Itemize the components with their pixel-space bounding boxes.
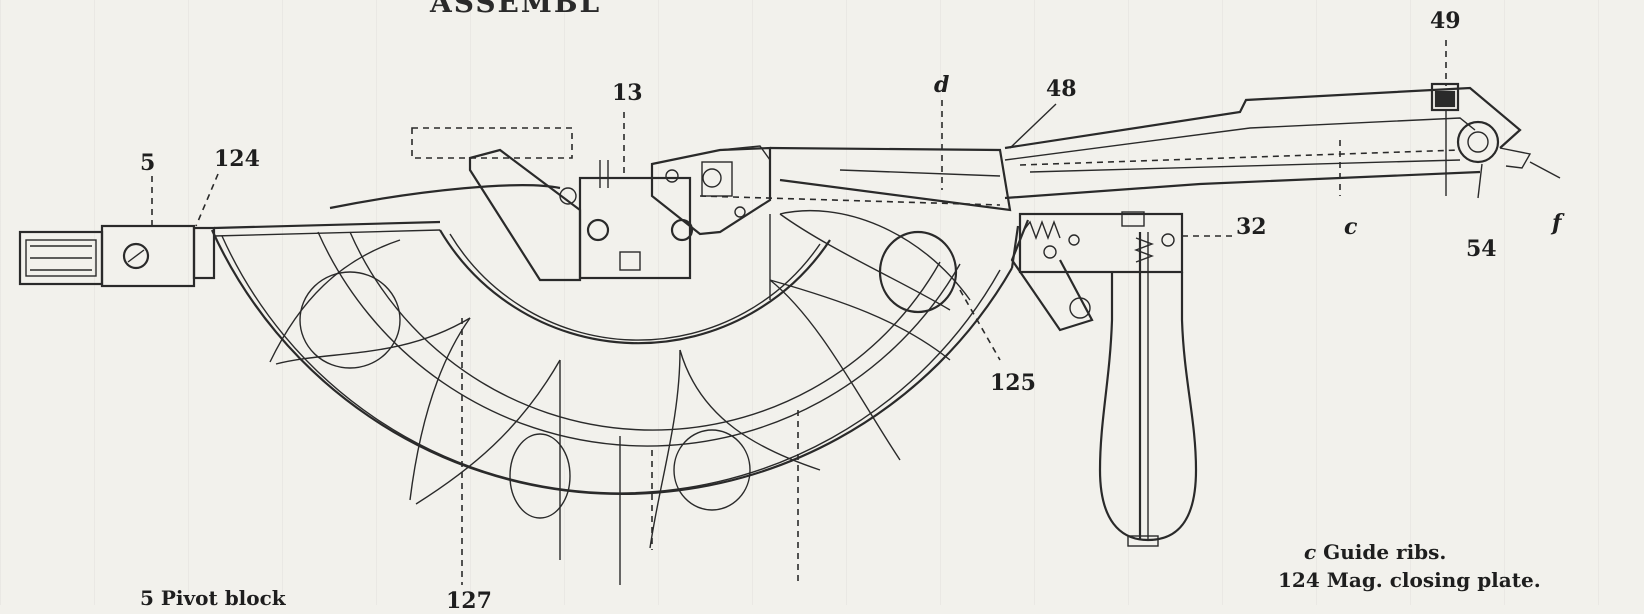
follower-arm xyxy=(650,100,1012,236)
latch-13 xyxy=(411,112,694,282)
leaf-springs xyxy=(269,210,971,585)
label-c: c xyxy=(1344,214,1358,240)
title-fragment: ASSEMBL xyxy=(430,0,602,19)
legend-guide-ribs: c Guide ribs. xyxy=(1304,540,1447,564)
oval-cutouts xyxy=(299,230,958,519)
label-d: d xyxy=(934,72,950,98)
legend-pivot-block: 5 Pivot block xyxy=(140,586,286,610)
legend-closing-plate: 124 Mag. closing plate. xyxy=(1278,568,1541,592)
label-125: 125 xyxy=(990,370,1036,396)
label-5: 5 xyxy=(140,150,156,176)
label-32: 32 xyxy=(1236,214,1267,240)
label-54: 54 xyxy=(1466,236,1497,262)
guide-bar xyxy=(1004,82,1532,200)
closing-plate xyxy=(213,220,441,237)
label-48: 48 xyxy=(1046,76,1077,102)
magazine-frame xyxy=(210,184,1020,496)
trigger-housing xyxy=(1010,211,1232,332)
label-127: 127 xyxy=(446,588,492,614)
label-13: 13 xyxy=(612,80,643,106)
handle xyxy=(1098,232,1198,547)
pivot-block xyxy=(18,224,216,288)
label-f: f xyxy=(1552,210,1562,236)
label-124: 124 xyxy=(214,146,260,172)
leader-lines xyxy=(151,40,1561,585)
label-49: 49 xyxy=(1430,8,1461,34)
